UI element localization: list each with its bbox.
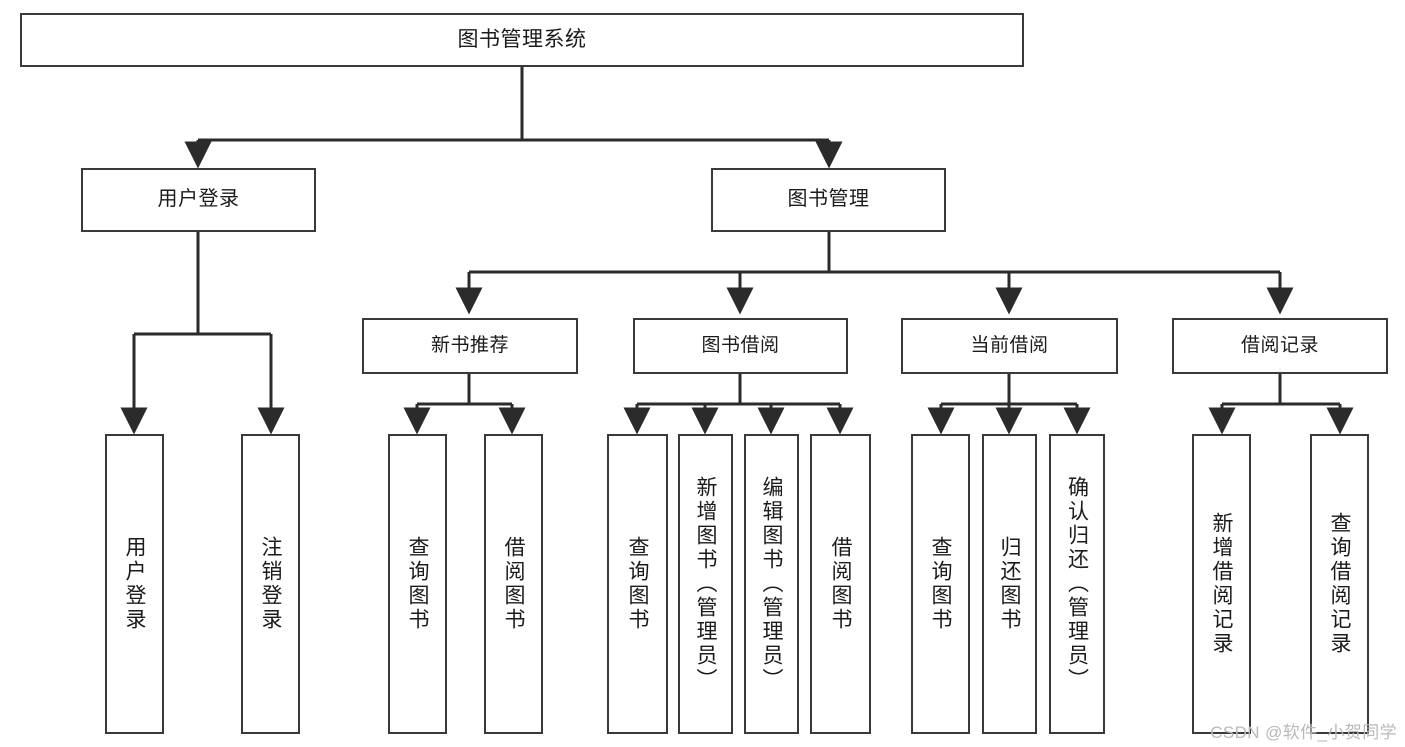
leaf-user-login-login[interactable]: 用户登录	[105, 434, 164, 734]
leaf-book-borrow-edit[interactable]: 编辑图书（管理员）	[744, 434, 799, 734]
node-current-borrow[interactable]: 当前借阅	[901, 318, 1118, 374]
leaf-label: 借阅图书	[829, 536, 852, 632]
leaf-book-borrow-borrow[interactable]: 借阅图书	[810, 434, 871, 734]
leaf-label: 新增借阅记录	[1210, 512, 1233, 656]
leaf-label: 用户登录	[123, 536, 146, 632]
leaf-label: 归还图书	[998, 536, 1021, 632]
leaf-label: 查询图书	[406, 536, 429, 632]
node-root-system[interactable]: 图书管理系统	[20, 13, 1024, 67]
leaf-new-book-query[interactable]: 查询图书	[388, 434, 447, 734]
leaf-label: 查询图书	[626, 536, 649, 632]
leaf-label: 注销登录	[259, 536, 282, 632]
leaf-label: 借阅图书	[502, 536, 525, 632]
node-book-borrow-label: 图书借阅	[701, 334, 780, 356]
leaf-label: 确认归还（管理员）	[1065, 476, 1089, 692]
node-new-book-recommend[interactable]: 新书推荐	[362, 318, 578, 374]
leaf-borrow-record-add[interactable]: 新增借阅记录	[1192, 434, 1251, 734]
node-current-borrow-label: 当前借阅	[970, 334, 1049, 356]
leaf-label: 查询借阅记录	[1328, 512, 1351, 656]
node-new-book-recommend-label: 新书推荐	[430, 334, 509, 356]
leaf-label: 新增图书（管理员）	[694, 476, 717, 692]
node-root-label: 图书管理系统	[457, 27, 587, 51]
leaf-current-borrow-query[interactable]: 查询图书	[911, 434, 970, 734]
leaf-borrow-record-query[interactable]: 查询借阅记录	[1310, 434, 1369, 734]
node-book-management[interactable]: 图书管理	[711, 168, 946, 232]
leaf-label: 编辑图书（管理员）	[760, 476, 783, 692]
node-borrow-record[interactable]: 借阅记录	[1172, 318, 1388, 374]
leaf-new-book-borrow[interactable]: 借阅图书	[484, 434, 543, 734]
node-borrow-record-label: 借阅记录	[1240, 334, 1319, 356]
leaf-user-login-logout[interactable]: 注销登录	[241, 434, 300, 734]
leaf-book-borrow-query[interactable]: 查询图书	[607, 434, 668, 734]
leaf-label: 查询图书	[929, 536, 952, 632]
node-book-borrow[interactable]: 图书借阅	[633, 318, 848, 374]
node-user-login[interactable]: 用户登录	[81, 168, 316, 232]
node-book-management-label: 图书管理	[787, 188, 870, 211]
leaf-current-borrow-return[interactable]: 归还图书	[982, 434, 1037, 734]
leaf-current-borrow-confirm[interactable]: 确认归还（管理员）	[1049, 434, 1105, 734]
node-user-login-label: 用户登录	[157, 188, 240, 211]
leaf-book-borrow-add[interactable]: 新增图书（管理员）	[678, 434, 733, 734]
